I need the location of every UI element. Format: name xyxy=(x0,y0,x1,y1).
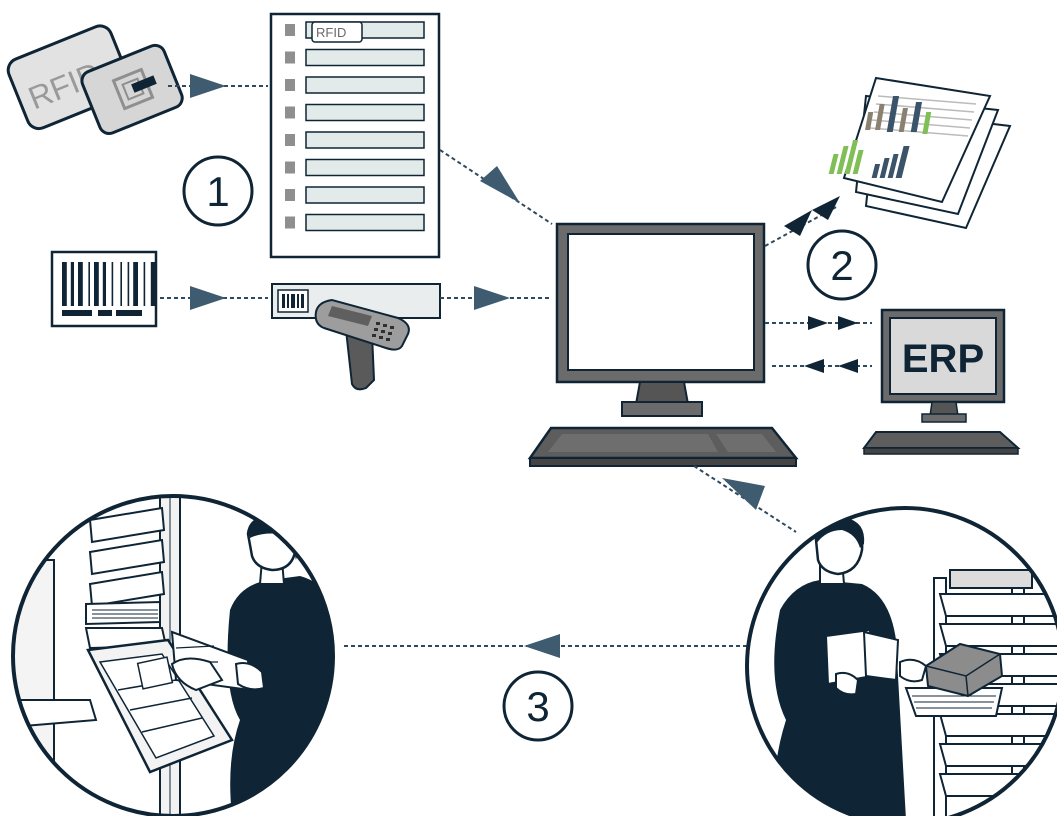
step-3-number: 3 xyxy=(526,683,549,730)
report-chart-top xyxy=(865,95,977,137)
step-2-badge: 2 xyxy=(806,229,878,301)
monitor-screen xyxy=(567,233,755,371)
inventory-form: RFID xyxy=(269,12,441,259)
arrow-rfid-to-form xyxy=(168,74,268,98)
arrow-scanner-to-computer xyxy=(440,286,552,310)
handheld-scanner-icon xyxy=(314,298,410,391)
barcode-bar xyxy=(70,262,74,306)
barcode-label xyxy=(50,250,158,328)
barcode-bar xyxy=(127,262,130,306)
step-2-number: 2 xyxy=(830,242,853,289)
form-row-checkbox xyxy=(285,106,295,119)
form-row-checkbox xyxy=(285,134,295,146)
rfid-field-tag xyxy=(311,21,363,43)
form-row-checkbox xyxy=(285,51,295,64)
barcode-bar xyxy=(111,262,114,306)
arrow-computer-to-reports xyxy=(764,196,840,247)
step-1-number: 1 xyxy=(206,168,229,215)
barcode-bar xyxy=(88,262,90,306)
arrow-picker-to-storage xyxy=(344,634,748,658)
barcode-digits xyxy=(62,310,92,316)
main-computer xyxy=(527,222,799,467)
barcode-bars xyxy=(62,262,156,316)
barcode-bar xyxy=(133,262,138,306)
erp-label: ERP xyxy=(902,337,984,381)
form-row-field xyxy=(305,48,425,67)
barcode-bar xyxy=(102,262,106,306)
rfid-card-front xyxy=(80,43,184,135)
form-row-checkbox xyxy=(285,24,295,36)
rfid-field-tag-text: RFID xyxy=(316,25,346,40)
barcode-bar xyxy=(150,262,156,306)
picker-worker-illustration xyxy=(745,506,1057,816)
form-row-checkbox xyxy=(285,161,295,174)
step-3-badge: 3 xyxy=(502,670,574,742)
form-row-field xyxy=(305,213,425,232)
barcode-bar xyxy=(78,262,83,306)
form-row-checkbox xyxy=(285,216,295,229)
step-1-badge: 1 xyxy=(182,155,254,227)
barcode-bar xyxy=(94,262,99,306)
form-row-field xyxy=(305,186,425,204)
form-row-field xyxy=(305,131,425,149)
form-row-field xyxy=(305,103,425,122)
report-documents xyxy=(828,76,1012,230)
arrow-barcode-to-scanner xyxy=(160,286,268,310)
erp-computer: ERP xyxy=(862,308,1021,455)
storage-nurse-illustration xyxy=(11,494,335,816)
barcode-bar xyxy=(120,262,122,306)
form-row-checkbox xyxy=(285,79,295,91)
barcode-bar xyxy=(143,262,146,306)
arrow-computer-to-picker xyxy=(693,465,797,533)
form-row-field xyxy=(305,158,425,177)
form-row-checkbox xyxy=(285,189,295,201)
rfid-tags: RFID xyxy=(6,24,184,135)
report-chart-bottom xyxy=(828,140,910,178)
form-row-field xyxy=(305,76,425,94)
arrow-erp-to-computer xyxy=(772,359,872,373)
barcode-digits xyxy=(116,310,142,316)
arrow-form-to-computer xyxy=(439,149,553,225)
erp-screen xyxy=(889,317,997,395)
arrow-computer-to-erp xyxy=(765,316,872,330)
barcode-bar xyxy=(62,262,67,306)
barcode-digits xyxy=(98,310,112,316)
